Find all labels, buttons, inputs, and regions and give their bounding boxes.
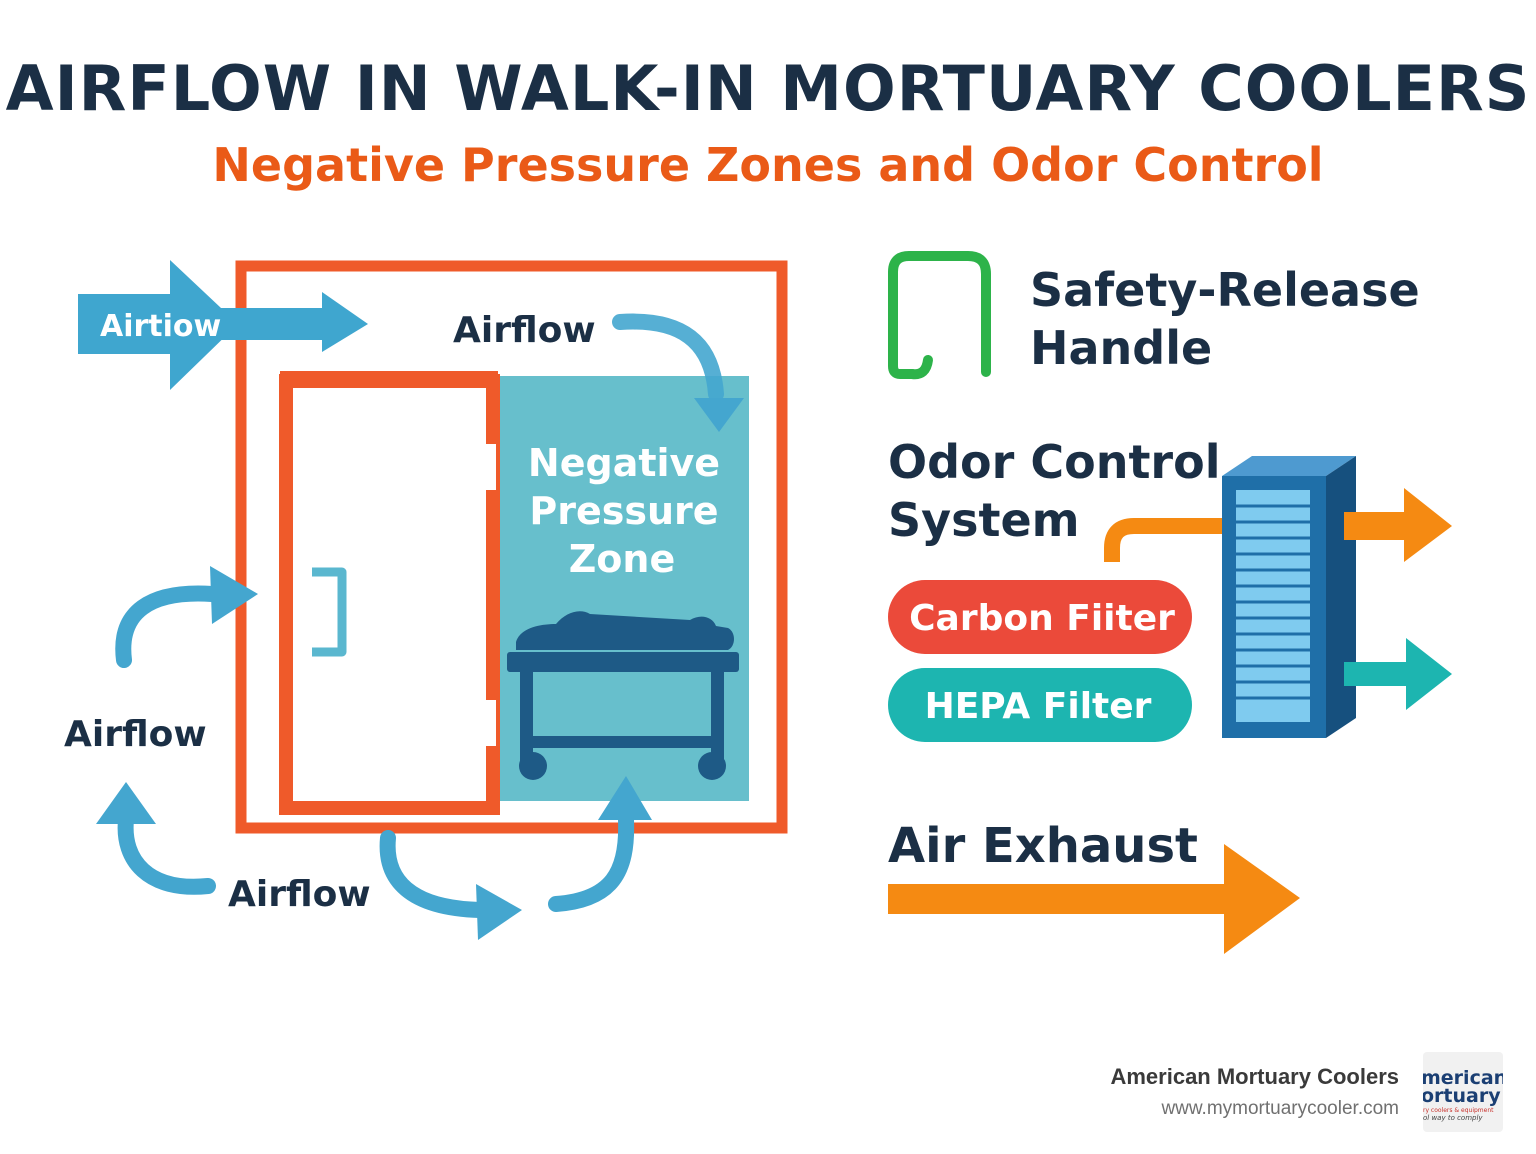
safety-label-line2: Handle [1030, 321, 1212, 375]
airflow-arrow-icon [210, 566, 258, 624]
airflow-arrow-label: Airtiow [100, 309, 221, 344]
footer-url[interactable]: www.mymortuarycooler.com [1161, 1098, 1399, 1119]
svg-text:ortuary: ortuary [1423, 1085, 1501, 1107]
airflow-left-label: Airflow [64, 714, 207, 755]
odor-connector-pipe [1104, 518, 1226, 562]
airflow-arrow-icon [200, 292, 368, 352]
svg-text:ry coolers & equipment: ry coolers & equipment [1423, 1107, 1494, 1114]
zone-label-line1: Negative [528, 441, 720, 485]
airflow-bottom-label: Airflow [228, 874, 371, 915]
carbon-filter-label: Carbon Fiiter [909, 598, 1175, 639]
airflow-arrow-icon [548, 812, 635, 912]
airflow-arrow-icon [117, 812, 216, 895]
airflow-arrow-icon [78, 260, 238, 390]
airflow-arrow-icon [476, 884, 522, 940]
body-on-table-icon [507, 611, 739, 780]
airflow-arrow-icon [612, 313, 724, 402]
page-title: AIRFLOW IN WALK-IN MORTUARY COOLERS [5, 52, 1531, 125]
air-exhaust-label: Air Exhaust [888, 818, 1198, 874]
hinge-icon [486, 700, 496, 746]
page-subtitle: Negative Pressure Zones and Odor Control [212, 138, 1324, 192]
svg-text:ol way to comply: ol way to comply [1423, 1114, 1483, 1122]
odor-label-line1: Odor Control [888, 435, 1221, 489]
door-handle-icon[interactable] [312, 567, 347, 657]
airflow-top-label: Airflow [453, 310, 596, 351]
airflow-arrow-icon [115, 585, 220, 668]
airflow-arrow-icon [694, 398, 744, 432]
outlet-arrow-icon [1344, 638, 1452, 710]
exhaust-arrow-icon [888, 844, 1300, 954]
cooler-door[interactable] [279, 374, 500, 815]
safety-handle-icon [888, 251, 991, 379]
zone-label-line3: Zone [569, 537, 676, 581]
company-logo: merican ortuary ry coolers & equipment o… [1423, 1052, 1503, 1132]
airflow-arrow-icon [96, 782, 156, 824]
hepa-filter-label: HEPA Filter [925, 686, 1152, 727]
svg-text:merican: merican [1423, 1067, 1503, 1089]
cooler-outer-wall [235, 260, 788, 834]
safety-handle-icon [907, 355, 933, 380]
carbon-filter-pill [888, 580, 1192, 654]
zone-label-line2: Pressure [529, 489, 718, 533]
airflow-arrow-icon [598, 776, 652, 820]
hinge-icon [486, 444, 496, 490]
footer-company: American Mortuary Coolers [1110, 1064, 1399, 1089]
filter-unit-icon [1222, 456, 1356, 738]
odor-label-line2: System [888, 493, 1080, 547]
safety-label-line1: Safety-Release [1030, 263, 1420, 317]
outlet-arrow-icon [1344, 488, 1452, 562]
hepa-filter-pill [888, 668, 1192, 742]
negative-pressure-zone [500, 376, 749, 801]
airflow-arrow-icon [379, 830, 488, 918]
